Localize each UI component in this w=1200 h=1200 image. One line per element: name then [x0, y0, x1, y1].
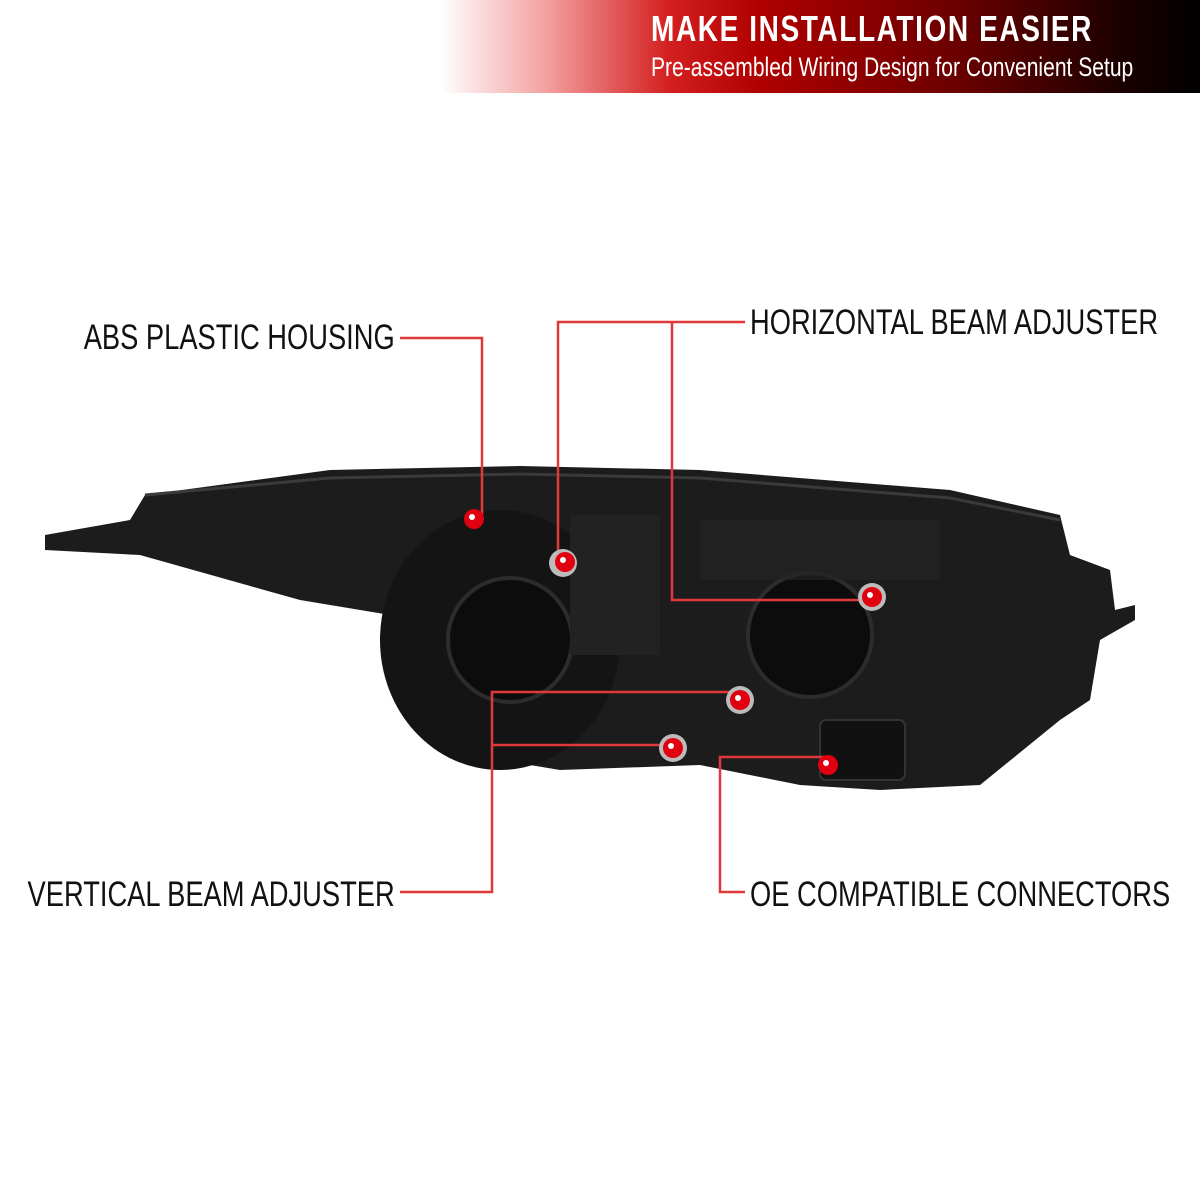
vertical-adjuster-leader-1 — [400, 690, 735, 894]
marker-dot-icon — [818, 755, 838, 775]
callout-oe-compatible-connectors: OE COMPATIBLE CONNECTORS — [750, 875, 1171, 914]
marker-dot-icon — [464, 509, 484, 529]
callout-abs-plastic-housing: ABS PLASTIC HOUSING — [83, 318, 395, 357]
connector-leader — [718, 755, 826, 894]
callout-lines — [400, 320, 870, 894]
marker-dot-icon — [726, 686, 754, 714]
horizontal-adjuster-leader-2 — [670, 322, 870, 602]
marker-dot-icon — [549, 549, 577, 577]
callout-vertical-beam-adjuster: VERTICAL BEAM ADJUSTER — [27, 875, 395, 914]
headlight-housing — [45, 466, 1135, 790]
header-banner — [440, 0, 1200, 93]
banner-title: MAKE INSTALLATION EASIER — [651, 8, 1094, 49]
abs-housing-leader — [400, 336, 484, 515]
callout-horizontal-beam-adjuster: HORIZONTAL BEAM ADJUSTER — [750, 303, 1159, 342]
marker-dot-icon — [858, 583, 886, 611]
banner-subtitle: Pre-assembled Wiring Design for Convenie… — [651, 52, 1134, 82]
callout-dots — [464, 509, 886, 775]
marker-dot-icon — [659, 734, 687, 762]
horizontal-adjuster-leader-1 — [556, 320, 745, 560]
